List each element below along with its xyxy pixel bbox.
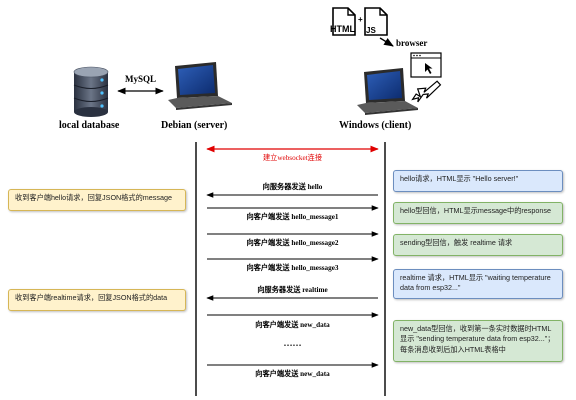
client-note-realtime: realtime 请求，HTML显示 "waiting temperature … <box>393 269 563 299</box>
mysql-label: MySQL <box>125 74 157 84</box>
local-database-label: local database <box>59 120 120 131</box>
bundle-arrow <box>379 37 394 47</box>
msg-label-ellipsis: …… <box>283 338 302 348</box>
deploy-arrow <box>411 80 442 103</box>
client-note-hello-reply: hello型回信，HTML显示message中的response <box>393 202 563 224</box>
windows-client-label: Windows (client) <box>339 120 412 131</box>
html-file-icon <box>332 7 356 36</box>
message-arrows <box>206 145 379 368</box>
server-note-realtime: 收到客户端realtime请求，回复JSON格式的data <box>8 289 186 311</box>
html-file-label: HTML <box>330 24 355 34</box>
server-note-hello: 收到客户端hello请求，回复JSON格式的message <box>8 189 186 211</box>
debian-server-label: Debian (server) <box>161 120 228 131</box>
msg-label-connect: 建立websocket连接 <box>262 154 323 162</box>
browser-window-icon <box>410 52 442 78</box>
browser-label: browser <box>396 38 428 48</box>
database-icon <box>73 66 109 117</box>
msg-label-hello: 向服务器发送 hello <box>262 183 323 191</box>
msg-label-hello-message1: 向客户端发送 hello_message1 <box>246 213 339 221</box>
plus-label: + <box>358 15 363 24</box>
client-note-hello: hello请求，HTML显示 "Hello server!" <box>393 170 563 192</box>
msg-label-new-data-1: 向客户端发送 new_data <box>255 321 330 329</box>
msg-label-hello-message3: 向客户端发送 hello_message3 <box>246 264 339 272</box>
server-laptop-icon <box>168 62 232 110</box>
js-file-icon <box>364 7 388 36</box>
js-file-label: JS <box>366 26 376 35</box>
msg-label-realtime: 向服务器发送 realtime <box>257 286 328 294</box>
client-note-new-data: new_data型回信，收到第一条实时数据时HTML显示 "sending te… <box>393 320 563 362</box>
msg-label-hello-message2: 向客户端发送 hello_message2 <box>246 239 339 247</box>
client-note-sending-reply: sending型回信，触发 realtime 请求 <box>393 234 563 256</box>
msg-label-new-data-2: 向客户端发送 new_data <box>255 370 330 378</box>
client-laptop-icon <box>357 68 418 115</box>
